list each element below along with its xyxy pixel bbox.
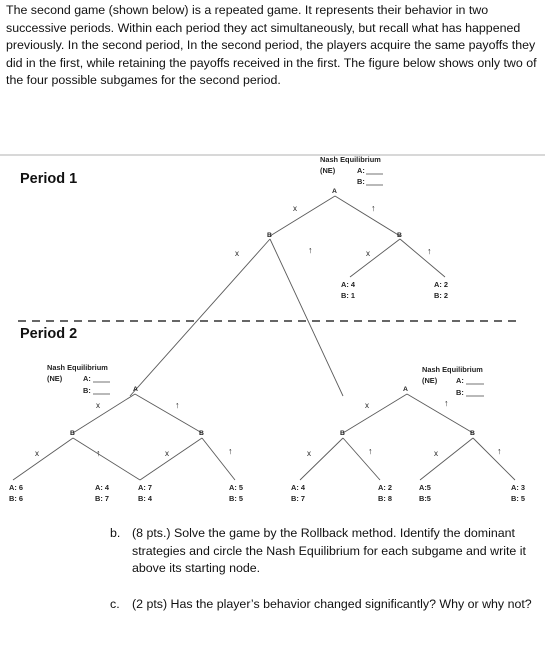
period2-right-node-b2: B	[470, 430, 475, 437]
question-c-label: c.	[110, 597, 120, 611]
period2-left-node-a: A	[133, 386, 138, 393]
period2-right-node-b1: B	[340, 430, 345, 437]
svg-text:x: x	[366, 249, 370, 258]
svg-text:x: x	[293, 204, 297, 213]
svg-text:(NE): (NE)	[320, 166, 336, 175]
svg-text:x: x	[35, 449, 39, 458]
period2-payoff-3: A: 7 B: 4	[138, 483, 153, 503]
svg-text:↑: ↑	[371, 203, 376, 213]
svg-text:↑: ↑	[368, 446, 373, 456]
svg-text:B:5: B:5	[419, 494, 431, 503]
period1-root-node-a: A	[332, 188, 337, 195]
period2-payoff-7: A:5B:5	[419, 483, 431, 503]
svg-text:Nash Equilibrium: Nash Equilibrium	[422, 365, 483, 374]
svg-text:x: x	[434, 449, 438, 458]
svg-text:B: 4: B: 4	[138, 494, 153, 503]
svg-text:B: 1: B: 1	[341, 291, 355, 300]
period1-label: Period 1	[20, 171, 77, 187]
svg-text:↑: ↑	[444, 398, 449, 408]
svg-text:x: x	[307, 449, 311, 458]
period2-left-ne-annotation: Nash Equilibrium (NE) A: B:	[47, 363, 110, 395]
svg-text:A:: A:	[357, 166, 365, 175]
question-c-text: (2 pts) Has the player’s behavior change…	[132, 597, 532, 611]
svg-text:Nash Equilibrium: Nash Equilibrium	[47, 363, 108, 372]
period2-payoff-8: A: 3 B: 5	[511, 483, 525, 503]
svg-text:B:: B:	[456, 388, 464, 397]
svg-text:A: 3: A: 3	[511, 483, 525, 492]
svg-text:A: 7: A: 7	[138, 483, 152, 492]
svg-text:B: 7: B: 7	[291, 494, 305, 503]
svg-text:↑: ↑	[175, 400, 180, 410]
svg-text:↑: ↑	[427, 246, 432, 256]
svg-text:↑: ↑	[308, 245, 313, 255]
period1-ne-annotation: Nash Equilibrium (NE) A: B:	[320, 155, 383, 186]
svg-text:x: x	[235, 249, 239, 258]
period2-right-ne-annotation: Nash Equilibrium (NE) A: B:	[422, 365, 484, 397]
problem-intro-text: The second game (shown below) is a repea…	[6, 3, 537, 88]
period2-left-node-b1: B	[70, 430, 75, 437]
svg-text:B:: B:	[357, 177, 365, 186]
period2-payoff-2: A: 4 B: 7	[95, 483, 110, 503]
svg-text:A: 4: A: 4	[95, 483, 110, 492]
svg-text:B: 5: B: 5	[511, 494, 525, 503]
svg-text:B: 7: B: 7	[95, 494, 109, 503]
period1-payoff-2: A: 2 B: 2	[434, 280, 448, 300]
game-tree-figure: Period 1 Nash Equilibrium (NE) A: B: A x…	[0, 154, 545, 503]
svg-text:A:5: A:5	[419, 483, 431, 492]
svg-text:x: x	[165, 449, 169, 458]
period2-payoff-6: A: 2 B: 8	[378, 483, 392, 503]
period2-payoff-1: A: 6 B: 6	[9, 483, 23, 503]
question-b-text: (8 pts.) Solve the game by the Rollback …	[132, 526, 526, 576]
period2-left-node-b2: B	[199, 430, 204, 437]
svg-text:A:: A:	[83, 374, 91, 383]
period2-right-node-a: A	[403, 386, 408, 393]
svg-text:B: 6: B: 6	[9, 494, 23, 503]
svg-text:A: 2: A: 2	[434, 280, 448, 289]
period2-payoff-4: A: 5 B: 5	[229, 483, 243, 503]
svg-text:A: 2: A: 2	[378, 483, 392, 492]
svg-text:B: 8: B: 8	[378, 494, 392, 503]
svg-text:A:: A:	[456, 376, 464, 385]
svg-text:B:: B:	[83, 386, 91, 395]
svg-text:(NE): (NE)	[422, 376, 438, 385]
period2-payoff-5: A: 4 B: 7	[291, 483, 306, 503]
svg-text:x: x	[96, 401, 100, 410]
svg-text:A: 6: A: 6	[9, 483, 23, 492]
svg-text:B: 2: B: 2	[434, 291, 448, 300]
question-b-label: b.	[110, 526, 121, 540]
svg-text:B: 5: B: 5	[229, 494, 243, 503]
svg-text:Nash Equilibrium: Nash Equilibrium	[320, 155, 381, 164]
period1-node-b-left: B	[267, 232, 272, 239]
svg-text:A: 5: A: 5	[229, 483, 243, 492]
period1-node-b-right: B	[397, 232, 402, 239]
svg-text:(NE): (NE)	[47, 374, 63, 383]
svg-text:↑: ↑	[228, 446, 233, 456]
period1-payoff-1: A: 4 B: 1	[341, 280, 356, 300]
svg-text:x: x	[365, 401, 369, 410]
svg-text:↑: ↑	[497, 446, 502, 456]
period2-label: Period 2	[20, 326, 77, 342]
svg-text:↑: ↑	[96, 448, 101, 458]
svg-text:A: 4: A: 4	[291, 483, 306, 492]
svg-text:A: 4: A: 4	[341, 280, 356, 289]
